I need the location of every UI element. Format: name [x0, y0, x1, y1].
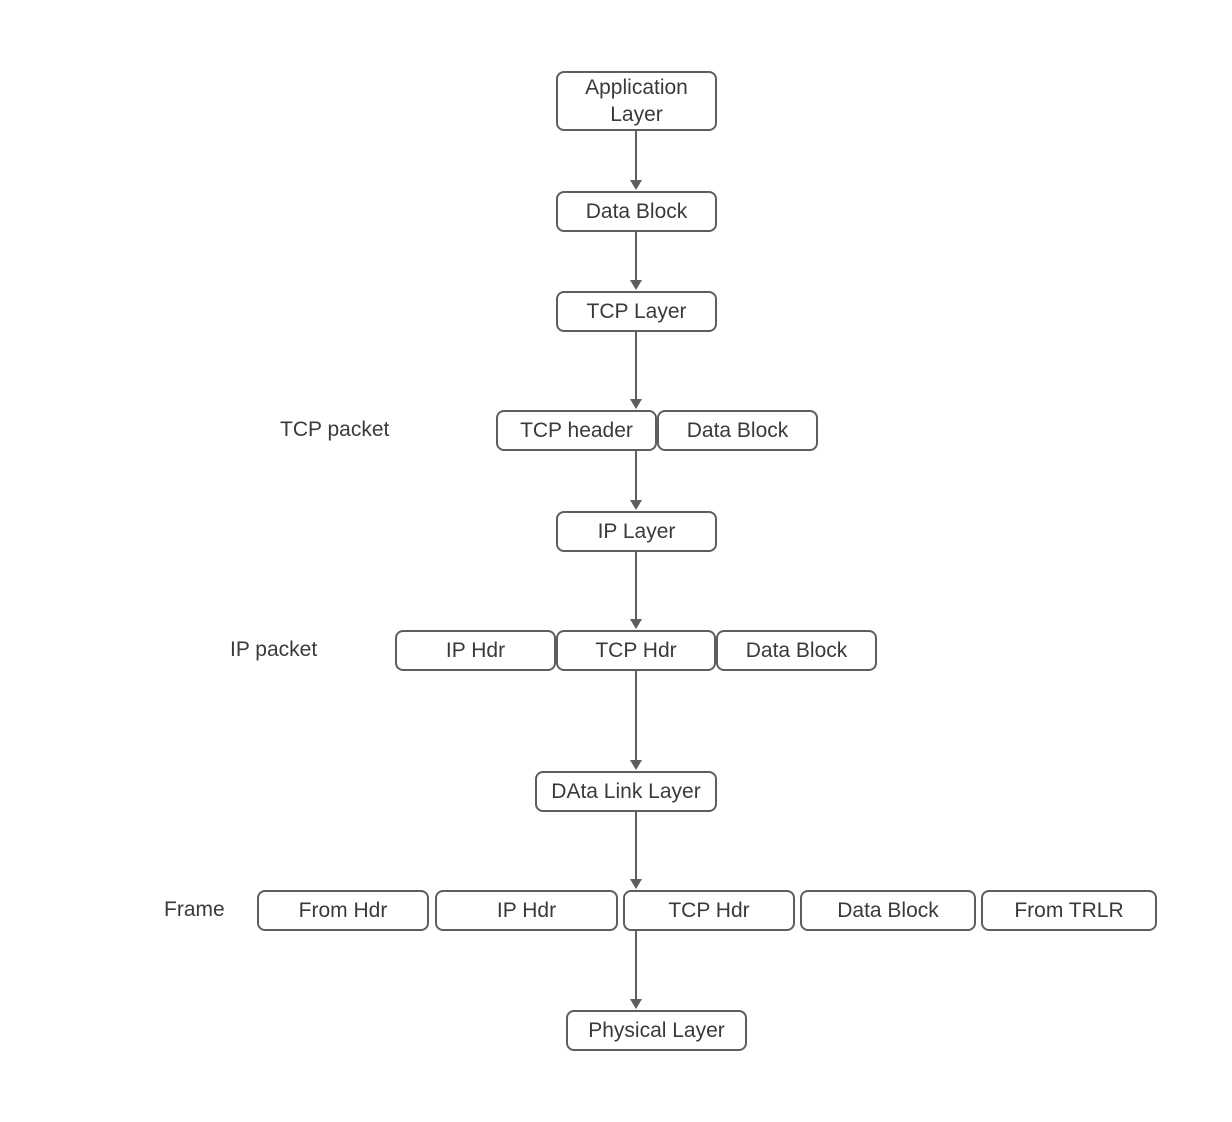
row-label-ip-packet: IP packet: [230, 638, 318, 661]
arrow-datalink-to-frame-icon: [629, 812, 643, 889]
node-physical-layer: Physical Layer: [566, 1010, 747, 1051]
arrow-datablock-to-tcplayer-icon: [629, 232, 643, 290]
node-ip-hdr: IP Hdr: [395, 630, 556, 671]
node-data-link-layer: DAta Link Layer: [535, 771, 717, 812]
row-label-frame: Frame: [164, 898, 225, 921]
node-frame-from-hdr: From Hdr: [257, 890, 429, 931]
arrow-iplayer-to-ippacket-icon: [629, 552, 643, 629]
arrow-ippacket-to-datalink-icon: [629, 671, 643, 770]
node-ip-layer: IP Layer: [556, 511, 717, 552]
node-data-block-tcp: Data Block: [657, 410, 818, 451]
node-tcp-hdr: TCP Hdr: [556, 630, 716, 671]
node-data-block-ip: Data Block: [716, 630, 877, 671]
arrow-tcppacket-to-iplayer-icon: [629, 451, 643, 510]
node-application-layer: Application Layer: [556, 71, 717, 131]
arrow-application-to-datablock-icon: [629, 131, 643, 190]
node-frame-from-trlr: From TRLR: [981, 890, 1157, 931]
node-data-block-app: Data Block: [556, 191, 717, 232]
node-frame-data-block: Data Block: [800, 890, 976, 931]
node-tcp-layer: TCP Layer: [556, 291, 717, 332]
node-frame-ip-hdr: IP Hdr: [435, 890, 618, 931]
node-frame-tcp-hdr: TCP Hdr: [623, 890, 795, 931]
arrow-frame-to-physical-icon: [629, 931, 643, 1009]
arrow-tcplayer-to-tcppacket-icon: [629, 332, 643, 409]
node-tcp-header: TCP header: [496, 410, 657, 451]
row-label-tcp-packet: TCP packet: [280, 418, 390, 441]
